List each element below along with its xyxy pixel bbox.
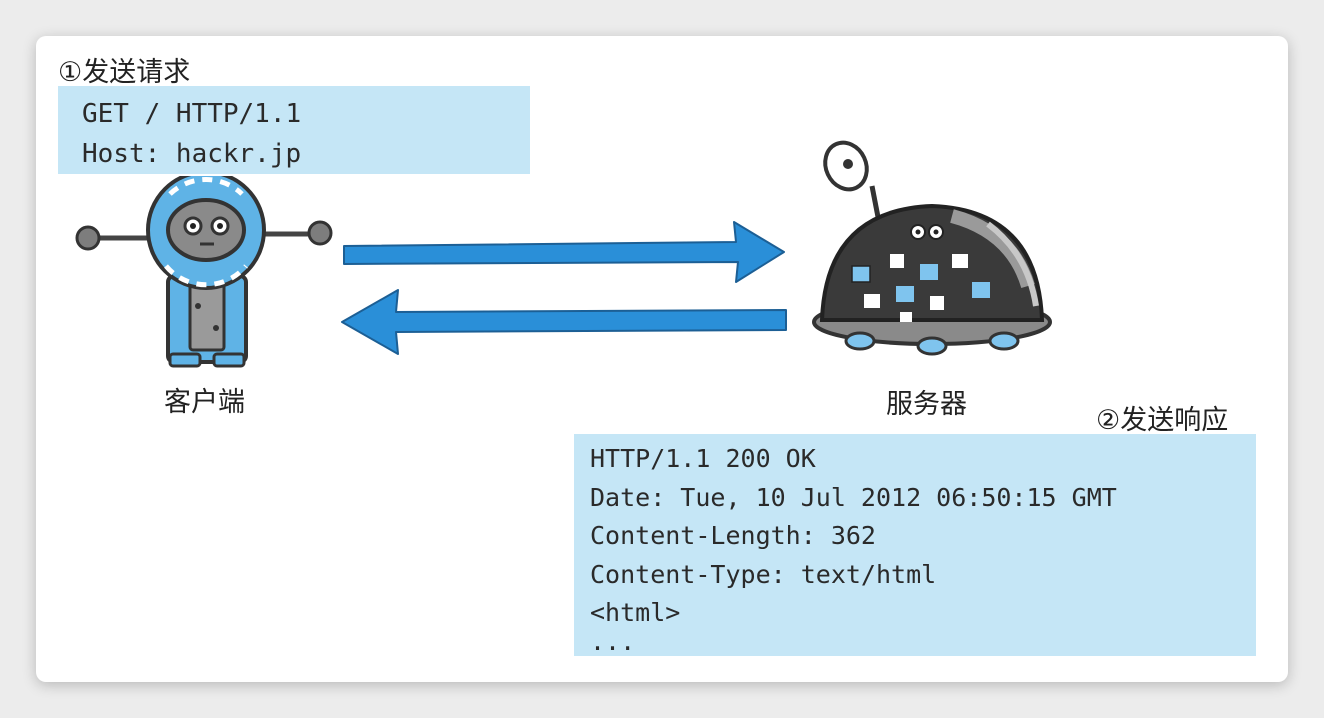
client-robot-icon [75, 176, 333, 368]
request-step-label: ①发送请求 [58, 57, 191, 88]
request-line: GET / HTTP/1.1 [82, 99, 302, 129]
response-line: Content-Type: text/html [590, 559, 937, 589]
response-arrow-icon [341, 289, 787, 355]
response-line: Content-Length: 362 [590, 521, 876, 550]
client-label: 客户端 [164, 387, 245, 418]
response-line: HTTP/1.1 200 OK [590, 444, 816, 473]
request-line: Host: hackr.jp [82, 139, 302, 169]
request-arrow-icon [343, 221, 785, 283]
response-line: ... [590, 626, 636, 656]
request-box: GET / HTTP/1.1 Host: hackr.jp [58, 86, 530, 174]
server-label: 服务器 [886, 389, 967, 420]
response-step-label: ②发送响应 [1096, 405, 1229, 436]
response-line: <html> [590, 598, 681, 627]
diagram-card: ①发送请求 GET / HTTP/1.1 Host: hackr.jp 客户端 [36, 36, 1288, 682]
response-line: Date: Tue, 10 Jul 2012 06:50:15 GMT [590, 482, 1117, 512]
server-robot-icon [812, 140, 1052, 356]
response-box: HTTP/1.1 200 OK Date: Tue, 10 Jul 2012 0… [574, 434, 1256, 656]
